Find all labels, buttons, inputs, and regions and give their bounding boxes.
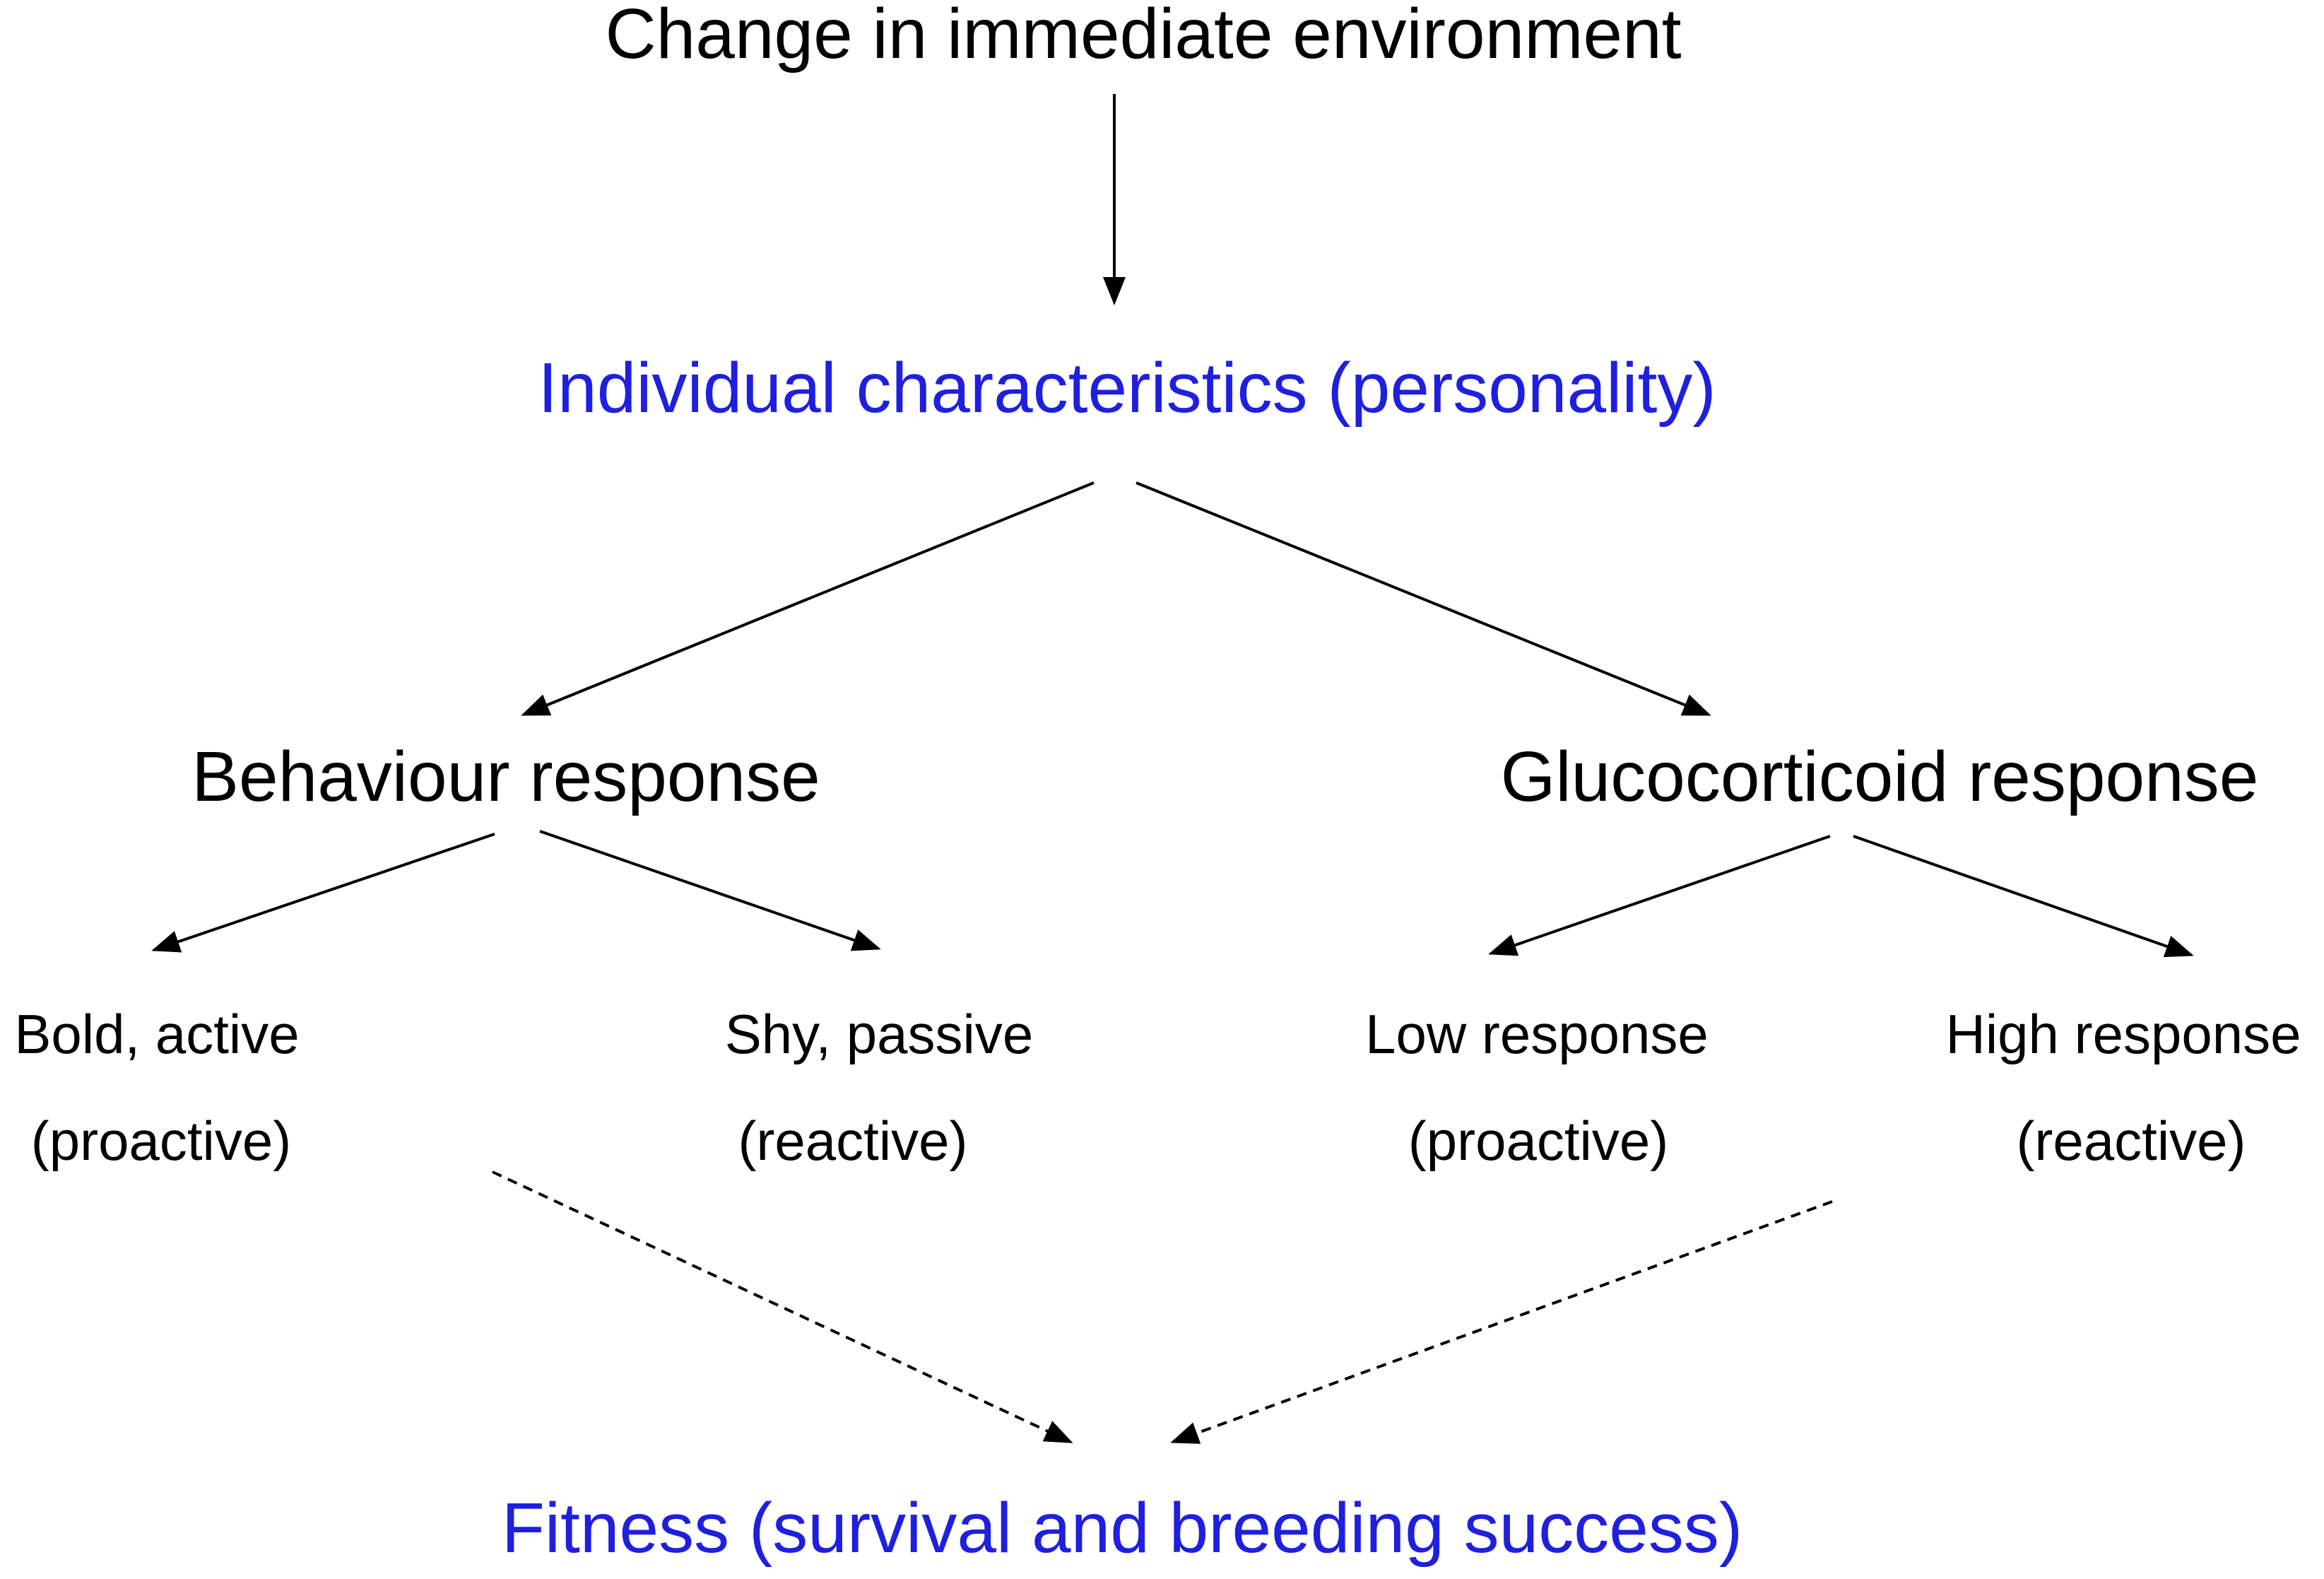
node-behaviour-response: Behaviour response: [191, 737, 820, 816]
arrow-personality-to-behaviour: [521, 481, 1095, 716]
node-environment: Change in immediate environment: [605, 0, 1681, 74]
node-glucocorticoid-response: Glucocorticoid response: [1501, 737, 2259, 816]
node-bold-active-line1: Bold, active: [14, 1003, 299, 1065]
node-fitness: Fitness (survival and breeding success): [502, 1489, 1742, 1568]
arrows: [151, 94, 2194, 1444]
arrow-glucocorticoid-to-low: [1488, 835, 1831, 956]
node-low-response-line2: (proactive): [1408, 1110, 1668, 1172]
node-personality: Individual characteristics (personality): [538, 348, 1716, 428]
arrow-personality-to-glucocorticoid: [1136, 481, 1711, 716]
arrow-glucocorticoid-to-high: [1853, 835, 2194, 958]
node-bold-active-line2: (proactive): [31, 1110, 291, 1172]
node-low-response-line1: Low response: [1365, 1003, 1709, 1065]
arrow-behaviour-to-bold: [151, 833, 495, 953]
node-shy-passive-line1: Shy, passive: [725, 1003, 1033, 1065]
node-high-response-line1: High response: [1946, 1003, 2301, 1065]
node-labels: Change in immediate environment Individu…: [14, 0, 2301, 1568]
node-high-response-line2: (reactive): [2016, 1110, 2246, 1172]
arrow-behaviour-to-shy: [539, 830, 881, 951]
node-shy-passive-line2: (reactive): [738, 1110, 967, 1172]
dashed-arrow-glucocorticoid-to-fitness: [1170, 1200, 1833, 1444]
dashed-arrow-behaviour-to-fitness: [492, 1170, 1073, 1443]
